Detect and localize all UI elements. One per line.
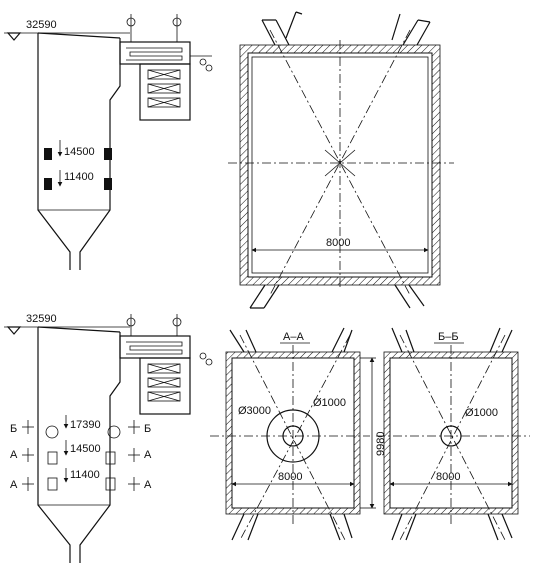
nozzle-icon <box>107 425 121 439</box>
burner-icon <box>104 178 112 190</box>
furnace-plan-top: 8000 <box>228 11 454 309</box>
burner-icon <box>44 148 52 160</box>
label-d1000-aa: Ø1000 <box>313 397 346 409</box>
section-bb: Б–Б Ø1000 8000 <box>376 327 530 541</box>
elevation-label-11400-b: 11400 <box>70 469 100 481</box>
burner-icon <box>44 178 52 190</box>
section-marker-b-left: Б <box>10 423 17 435</box>
circle-3000 <box>266 409 320 463</box>
elevation-label-17390: 17390 <box>70 419 101 431</box>
boiler-elevation-bottom: 32590 17390 14500 11400 Б Б А А А А <box>4 313 213 563</box>
section-marker-a2-right: А <box>144 479 152 491</box>
burner-icon <box>47 477 58 491</box>
burner-icon <box>47 451 58 465</box>
width-dimension-bb: 8000 <box>436 471 460 483</box>
section-aa-title: А–А <box>283 331 304 343</box>
elevation-label-14500: 14500 <box>64 146 95 158</box>
elevation-label-11400: 11400 <box>64 171 94 183</box>
elevation-label-top: 32590 <box>26 19 57 31</box>
burner-icon <box>104 148 112 160</box>
section-marker-a-left: А <box>10 449 18 461</box>
label-d1000-bb: Ø1000 <box>465 407 498 419</box>
section-marker-b-right: Б <box>144 423 151 435</box>
section-marker-a-right: А <box>144 449 152 461</box>
width-dimension-aa: 8000 <box>278 471 302 483</box>
circle-1000-bb <box>440 425 462 447</box>
boiler-elevation-top: 32590 14500 11400 <box>4 14 213 270</box>
section-marker-a2-left: А <box>10 479 18 491</box>
width-dimension-top: 8000 <box>326 237 350 249</box>
circle-1000 <box>282 425 304 447</box>
section-aa: А–А Ø3000 Ø1000 8000 9980 <box>210 327 387 541</box>
elevation-label-bottom-top: 32590 <box>26 313 57 325</box>
elevation-label-14500-b: 14500 <box>70 443 101 455</box>
burner-icon <box>105 451 116 465</box>
section-bb-title: Б–Б <box>438 331 459 343</box>
burner-icon <box>105 477 116 491</box>
label-d3000: Ø3000 <box>238 405 271 417</box>
nozzle-icon <box>45 425 59 439</box>
